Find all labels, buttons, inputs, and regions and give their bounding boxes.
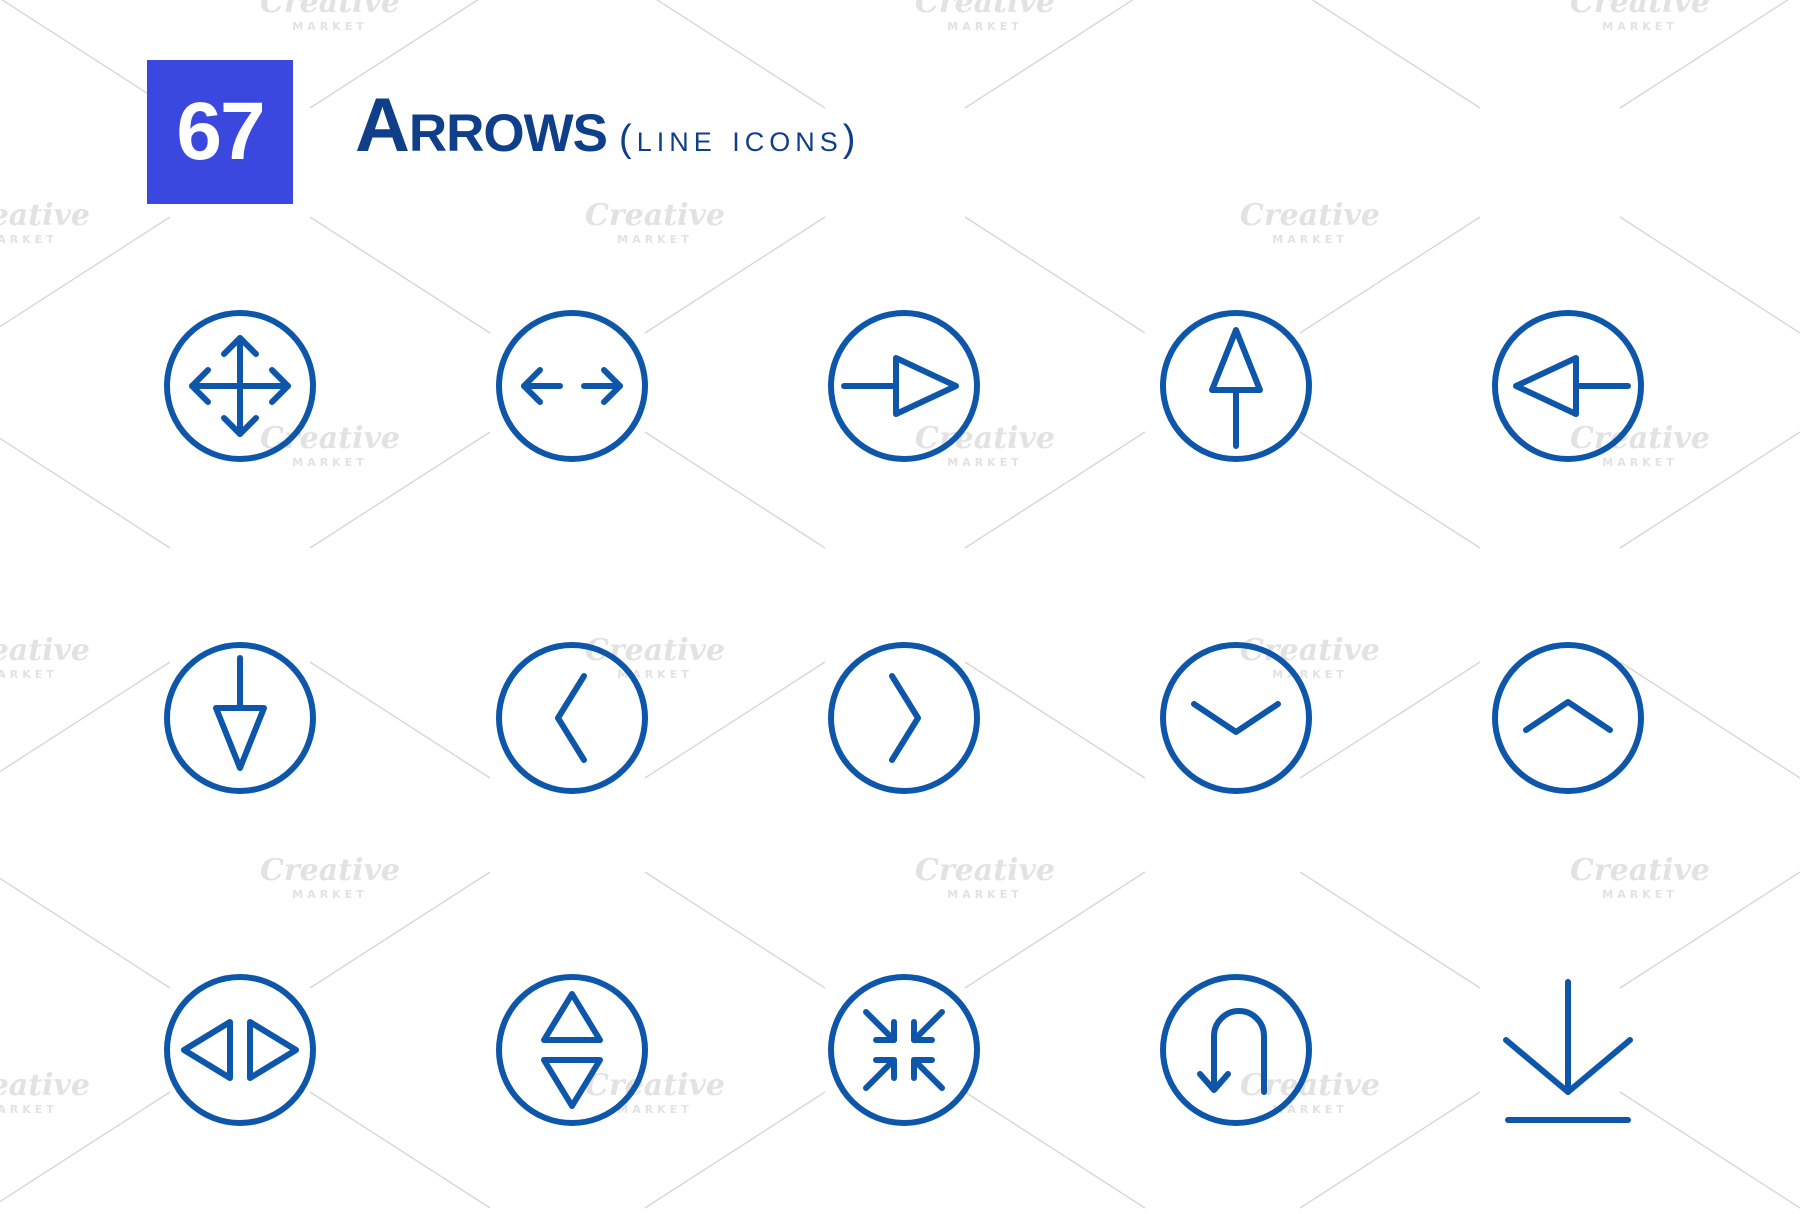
- watermark-text: Creative: [915, 0, 1055, 20]
- watermark-line: [644, 1091, 826, 1209]
- move-all-directions-icon: [160, 306, 320, 466]
- watermark-line: [644, 661, 826, 779]
- watermark-subtext: MARKET: [0, 1103, 58, 1116]
- watermark-line: [0, 437, 171, 549]
- watermark-text: Creative: [0, 633, 90, 668]
- watermark-subtext: MARKET: [292, 888, 367, 901]
- watermark-subtext: MARKET: [0, 668, 58, 681]
- watermark-line: [1299, 1091, 1481, 1209]
- arrow-up-triangle-icon: [1156, 306, 1316, 466]
- watermark-line: [644, 216, 826, 334]
- watermark-line: [309, 216, 491, 334]
- chevron-right-icon: [824, 638, 984, 798]
- watermark-text: Creative: [0, 198, 90, 233]
- watermark-line: [964, 431, 1146, 549]
- watermark-subtext: MARKET: [947, 888, 1022, 901]
- watermark-line: [1, 0, 171, 109]
- watermark-line: [309, 661, 491, 779]
- watermark-line: [1311, 0, 1481, 109]
- u-turn-arrow-icon: [1156, 970, 1316, 1130]
- watermark-line: [309, 1091, 491, 1209]
- title-main: Arrows: [355, 83, 608, 168]
- watermark-line: [309, 871, 491, 989]
- watermark-line: [309, 431, 491, 549]
- arrow-left-triangle-icon: [1488, 306, 1648, 466]
- title-subtitle: (line icons): [619, 118, 861, 160]
- watermark-subtext: MARKET: [1602, 888, 1677, 901]
- watermark-line: [964, 216, 1146, 334]
- watermark-text: Creative: [585, 198, 725, 233]
- watermark-line: [964, 661, 1146, 779]
- watermark-line: [644, 431, 826, 549]
- watermark-line: [644, 871, 826, 989]
- watermark-subtext: MARKET: [617, 233, 692, 246]
- watermark-text: Creative: [260, 0, 400, 20]
- watermark-line: [1299, 431, 1481, 549]
- watermark-text: Creative: [0, 1068, 90, 1103]
- watermark-text: Creative: [915, 853, 1055, 888]
- watermark-line: [1619, 0, 1789, 109]
- watermark-subtext: MARKET: [1602, 20, 1677, 33]
- icon-count: 67: [176, 86, 265, 177]
- watermark-line: [0, 877, 171, 989]
- watermark-line: [964, 871, 1146, 989]
- icon-count-badge: 67: [147, 60, 293, 204]
- chevron-down-icon: [1156, 638, 1316, 798]
- watermark-text: Creative: [1570, 853, 1710, 888]
- chevron-up-icon: [1488, 638, 1648, 798]
- left-right-triangles-icon: [160, 970, 320, 1130]
- arrow-down-triangle-icon: [160, 638, 320, 798]
- up-down-triangles-icon: [492, 970, 652, 1130]
- watermark-line: [0, 661, 171, 773]
- chevron-left-icon: [492, 638, 652, 798]
- left-right-arrows-icon: [492, 306, 652, 466]
- watermark-subtext: MARKET: [947, 20, 1022, 33]
- watermark-subtext: MARKET: [1272, 233, 1347, 246]
- watermark-text: Creative: [1570, 0, 1710, 20]
- watermark-line: [0, 1091, 171, 1203]
- collapse-arrows-icon: [824, 970, 984, 1130]
- watermark-subtext: MARKET: [0, 233, 58, 246]
- watermark-line: [964, 0, 1134, 109]
- watermark-line: [1299, 871, 1481, 989]
- arrow-right-triangle-icon: [824, 306, 984, 466]
- watermark-line: [1299, 216, 1481, 334]
- watermark-line: [0, 216, 171, 328]
- watermark-subtext: MARKET: [292, 20, 367, 33]
- download-arrow-icon: [1488, 970, 1648, 1130]
- page-title: Arrows (line icons): [355, 82, 860, 172]
- watermark-line: [1299, 661, 1481, 779]
- watermark-text: Creative: [260, 853, 400, 888]
- watermark-line: [964, 1091, 1146, 1209]
- watermark-text: Creative: [1240, 198, 1380, 233]
